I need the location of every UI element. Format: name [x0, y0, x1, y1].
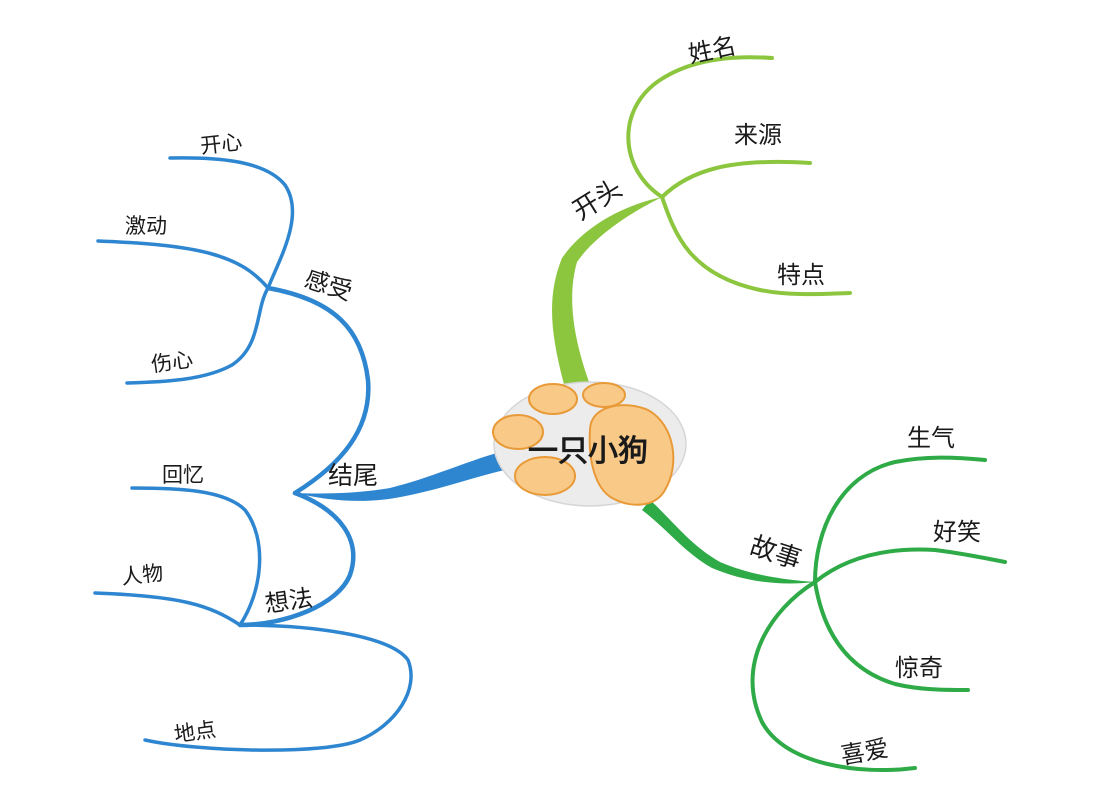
branch-intro-feature: [660, 195, 852, 297]
branch-intro-source: [660, 159, 812, 199]
branch-ending-feeling: [265, 285, 371, 496]
branch-thought-memory: [130, 486, 262, 627]
leaf-intro-source[interactable]: 来源: [734, 121, 782, 149]
leaf-feeling-happy[interactable]: 开心: [199, 130, 243, 158]
sub-label-thought[interactable]: 想法: [263, 584, 314, 618]
branch-intro-name: [626, 55, 774, 199]
branch-label-ending[interactable]: 结尾: [328, 461, 378, 490]
branch-feeling-excited: [96, 239, 270, 290]
branch-ending-thought: [237, 490, 356, 628]
paw-icon: [492, 382, 675, 506]
leaf-intro-feature[interactable]: 特点: [777, 261, 825, 289]
leaf-intro-name[interactable]: 姓名: [686, 31, 739, 68]
center-label: 一只小狗: [528, 434, 648, 469]
leaf-story-love[interactable]: 喜爱: [839, 734, 891, 770]
leaf-feeling-excited[interactable]: 激动: [125, 214, 167, 238]
branch-feeling-sad: [125, 286, 270, 385]
branch-story-angry: [813, 455, 987, 584]
branch-story-funny: [813, 547, 1007, 584]
branch-thought-people: [93, 591, 242, 627]
leaf-story-funny[interactable]: 好笑: [933, 518, 981, 546]
leaf-thought-place[interactable]: 地点: [173, 717, 218, 747]
leaf-thought-people[interactable]: 人物: [120, 561, 164, 589]
leaf-thought-memory[interactable]: 回忆: [162, 463, 204, 487]
branch-feeling-happy: [168, 156, 295, 290]
branch-thought-place: [143, 623, 413, 752]
center-node[interactable]: 一只小狗: [492, 381, 687, 507]
branch-ending-trunk: [295, 452, 505, 501]
branch-story-surprise: [813, 580, 970, 692]
branch-story-love: [750, 580, 917, 773]
leaf-feeling-sad[interactable]: 伤心: [150, 347, 195, 377]
leaf-story-angry[interactable]: 生气: [907, 424, 955, 452]
branch-story-trunk: [642, 500, 815, 584]
leaf-story-surprise[interactable]: 惊奇: [895, 654, 943, 682]
branch-intro-trunk: [552, 197, 662, 392]
branch-label-story[interactable]: 故事: [746, 531, 805, 576]
